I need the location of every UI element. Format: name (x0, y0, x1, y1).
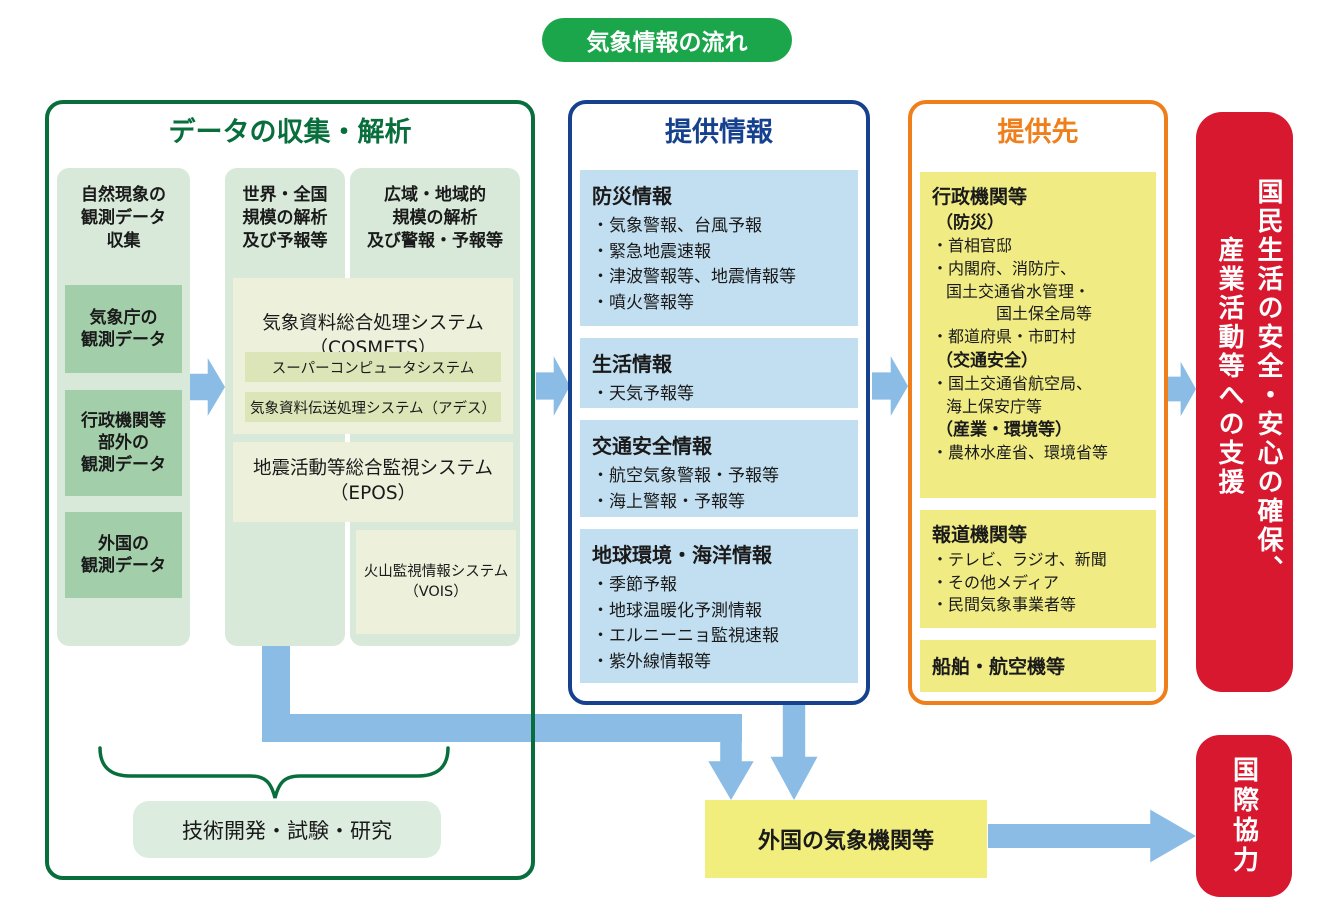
page-title: 気象情報の流れ (542, 18, 792, 62)
arrow-recipients-to-goal (1164, 361, 1196, 417)
arrow-foreign-to-intl (988, 809, 1196, 863)
recipients-government-title: 行政機関等 (932, 186, 1028, 208)
recipients-media-title: 報道機関等 (932, 524, 1028, 546)
recipients-header: 提供先 (997, 117, 1079, 148)
info-section-disaster: 防災情報 ・気象警報、台風予報 ・緊急地震速報 ・津波警報等、地震情報等 ・噴火… (580, 170, 858, 326)
goal-line-1: 国民生活の安全・安心の確保、 (1253, 178, 1283, 584)
info-item: ・緊急地震速報 (592, 241, 711, 262)
info-header: 提供情報 (665, 117, 773, 148)
info-section-daily-life-title: 生活情報 (592, 352, 672, 376)
recipients-gov-line: 国土交通省水管理・ (946, 281, 1091, 301)
connector-col2-down-shaft (262, 646, 290, 716)
arrow-collection-to-info (536, 356, 570, 416)
recipients-media-item: ・その他メディア (932, 572, 1059, 592)
recipients-section-ships: 船舶・航空機等 (920, 640, 1156, 692)
recipients-gov-line: （交通安全） (936, 350, 1038, 371)
system-adess: 気象資料伝送処理システム（アデス） (245, 392, 501, 422)
system-epos: 地震活動等総合監視システム （EPOS） (233, 442, 513, 522)
info-section-global-environment-title: 地球環境・海洋情報 (592, 543, 772, 567)
column-global-analysis-title: 世界・全国 規模の解析 及び予報等 (242, 185, 328, 251)
column-regional-analysis-title: 広域・地域的 規模の解析 及び警報・予報等 (367, 185, 503, 251)
info-item: ・噴火警報等 (592, 292, 694, 313)
info-item: ・地球温暖化予測情報 (592, 600, 762, 621)
recipients-gov-line: 国土保全局等 (996, 304, 1093, 324)
recipients-gov-line: 海上保安庁等 (946, 396, 1043, 416)
column-observation-title: 自然現象の 観測データ 収集 (81, 185, 166, 251)
system-vois: 火山監視情報システム （VOIS） (356, 530, 516, 634)
brace-collection-to-tech (98, 746, 450, 799)
info-item: ・天気予報等 (592, 384, 694, 404)
info-section-disaster-title: 防災情報 (592, 184, 672, 208)
info-item: ・季節予報 (592, 575, 677, 595)
system-supercomputer: スーパーコンピュータシステム (245, 352, 501, 382)
recipients-gov-line: （産業・環境等） (936, 420, 1072, 441)
recipients-media-item: ・テレビ、ラジオ、新聞 (932, 550, 1107, 569)
recipients-gov-line: ・内閣府、消防庁、 (932, 258, 1077, 278)
recipients-media-item: ・民間気象事業者等 (932, 595, 1077, 615)
info-item: ・エルニーニョ監視速報 (592, 626, 779, 646)
info-section-daily-life: 生活情報 ・天気予報等 (580, 338, 858, 408)
arrow-observation-to-analysis (189, 357, 225, 417)
info-item: ・海上警報・予報等 (592, 491, 745, 512)
goal-line-2: 産業活動等への支援 (1214, 236, 1244, 497)
recipients-section-government: 行政機関等 （防災） ・首相官邸 ・内閣府、消防庁、 国土交通省水管理・ 国土保… (920, 172, 1156, 498)
info-item: ・津波警報等、地震情報等 (592, 267, 796, 287)
recipients-section-media: 報道機関等 ・テレビ、ラジオ、新聞 ・その他メディア ・民間気象事業者等 (920, 510, 1156, 628)
info-section-global-environment: 地球環境・海洋情報 ・季節予報 ・地球温暖化予測情報 ・エルニーニョ監視速報 ・… (580, 529, 858, 683)
tech-development-box: 技術開発・試験・研究 (133, 801, 441, 858)
info-item: ・気象警報、台風予報 (592, 216, 762, 236)
recipients-ships-title: 船舶・航空機等 (932, 655, 1066, 678)
recipients-gov-line: ・首相官邸 (932, 236, 1013, 256)
recipients-gov-line: ・都道府県・市町村 (932, 327, 1077, 346)
connector-elbow-horizontal-shaft (262, 714, 742, 742)
info-item: ・航空気象警報・予報等 (592, 466, 779, 486)
down-arrow-elbow-to-foreign (708, 714, 754, 800)
info-section-traffic-safety: 交通安全情報 ・航空気象警報・予報等 ・海上警報・予報等 (580, 420, 858, 517)
recipients-gov-line: ・国土交通省航空局、 (932, 373, 1093, 393)
arrow-info-to-recipients (872, 356, 908, 416)
observation-item-foreign: 外国の 観測データ (65, 512, 182, 598)
down-arrow-info-to-foreign (770, 704, 818, 800)
foreign-met-agencies-box: 外国の気象機関等 (705, 800, 987, 878)
goal-box: 国民生活の安全・安心の確保、 産業活動等への支援 (1196, 112, 1293, 692)
recipients-gov-line: （防災） (936, 213, 1004, 233)
recipients-gov-line: ・農林水産省、環境省等 (932, 443, 1109, 463)
observation-item-jma: 気象庁の 観測データ (65, 285, 182, 373)
info-item: ・紫外線情報等 (592, 651, 711, 672)
international-cooperation-box: 国際協力 (1196, 735, 1292, 897)
info-section-traffic-safety-title: 交通安全情報 (592, 434, 712, 458)
observation-item-other-agencies: 行政機関等 部外の 観測データ (65, 390, 182, 496)
collection-header: データの収集・解析 (168, 117, 412, 148)
